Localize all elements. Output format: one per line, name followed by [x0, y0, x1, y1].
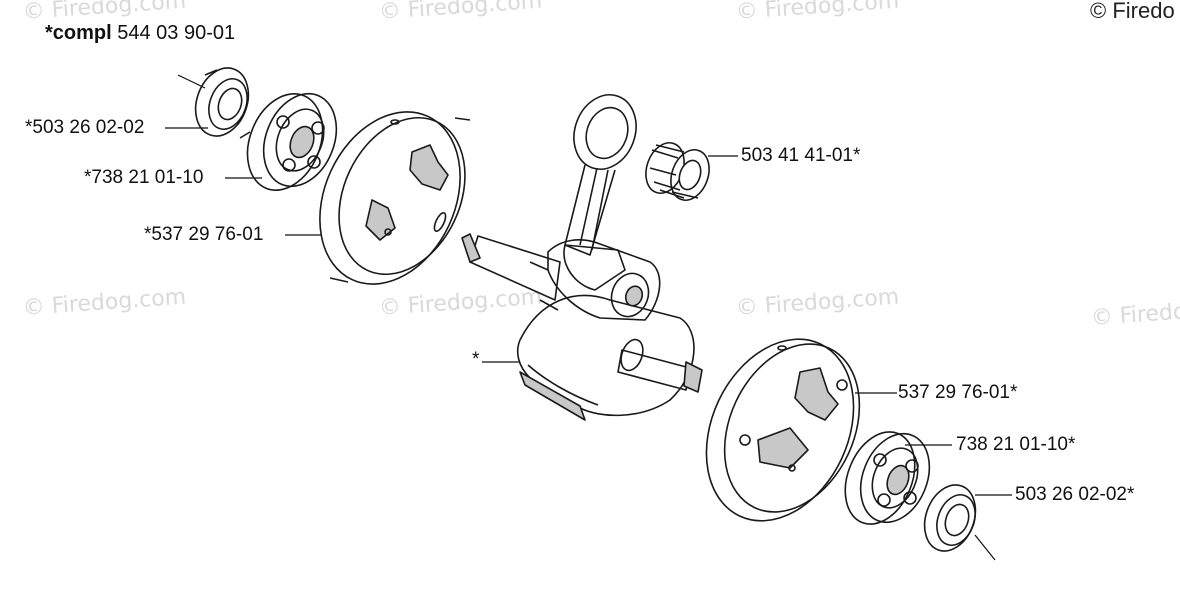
connecting-rod — [563, 94, 637, 291]
part-label-bearing-left[interactable]: *738 21 01-10 — [84, 167, 204, 188]
copyright-text: © Firedo — [1090, 0, 1175, 23]
part-label-crank-half-right[interactable]: 537 29 76-01* — [898, 382, 1018, 403]
right-seal-ring — [923, 484, 977, 552]
needle-bearing — [645, 142, 710, 201]
crankshaft — [461, 233, 703, 421]
left-ball-bearing — [246, 92, 338, 191]
left-seal-ring — [194, 67, 251, 139]
part-label-crankshaft[interactable]: * — [472, 349, 480, 370]
part-label-seal-left[interactable]: *503 26 02-02 — [25, 117, 145, 138]
leader-lines — [165, 74, 1012, 561]
part-label-needle-bearing[interactable]: 503 41 41-01* — [741, 145, 861, 166]
right-ball-bearing — [844, 431, 931, 525]
assembly-part-number: 544 03 90-01 — [117, 22, 236, 44]
part-label-bearing-right[interactable]: 738 21 01-10* — [956, 434, 1076, 455]
assembly-title-prefix: *compl — [45, 22, 112, 44]
right-crank-half — [705, 338, 861, 522]
left-crank-half — [319, 111, 471, 285]
part-label-seal-right[interactable]: 503 26 02-02* — [1015, 484, 1135, 505]
part-label-crank-half-left[interactable]: *537 29 76-01 — [144, 224, 264, 245]
assembly-title: *compl 544 03 90-01 — [45, 22, 235, 44]
